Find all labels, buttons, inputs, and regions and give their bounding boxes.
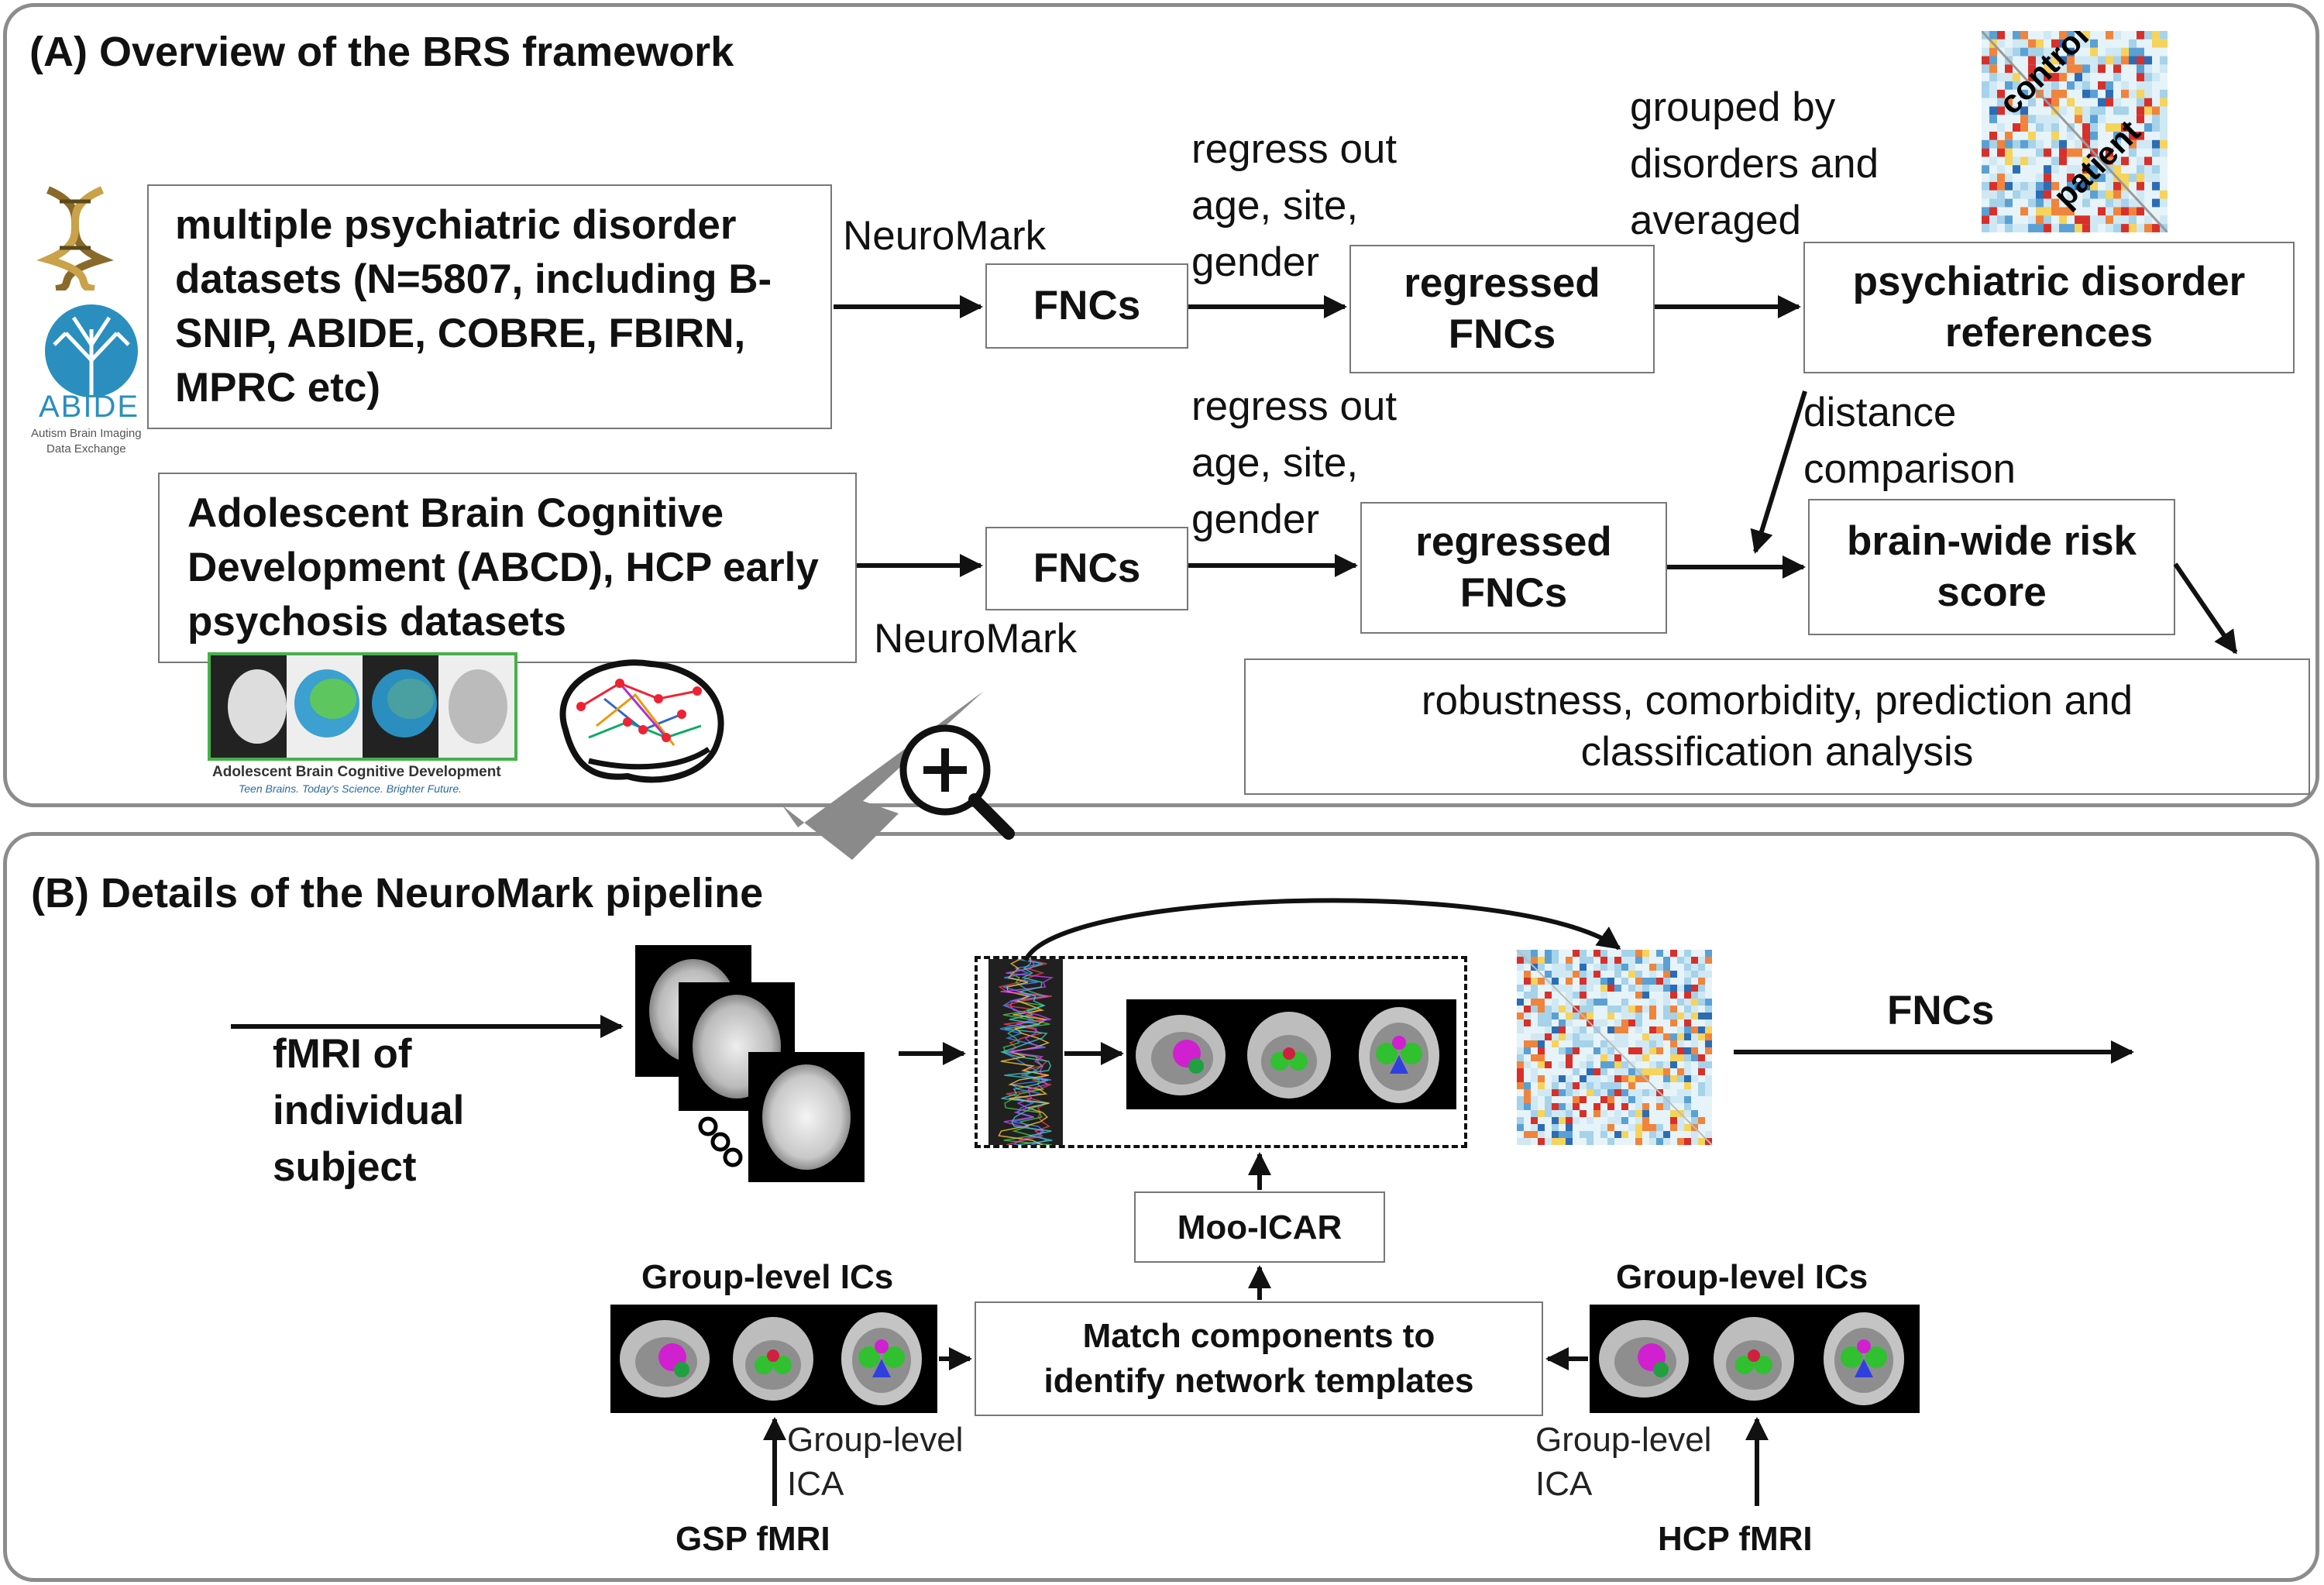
distance-label: distance comparison — [1803, 384, 2016, 497]
grouped-line2: disorders and — [1630, 141, 1879, 187]
abcd-logo: Adolescent Brain Cognitive Development T… — [208, 652, 521, 796]
magnifier-icon — [899, 724, 1015, 840]
abcd-logo-image — [208, 652, 517, 761]
grouped-line1: grouped by — [1630, 84, 1836, 130]
hcp-fmri-label: HCP fMRI — [1658, 1520, 1813, 1558]
match-components-box: Match components to identify network tem… — [975, 1301, 1543, 1416]
individual-ica-dashed-box — [975, 956, 1467, 1148]
abide-logo: ABIDE Autism Brain Imaging Data Exchange — [31, 298, 163, 461]
ellipsis-dots-icon — [698, 1116, 743, 1167]
fmri-line2: individual — [273, 1088, 465, 1134]
group-ica-left-line1: Group-level — [787, 1421, 964, 1459]
analysis-box: robustness, comorbidity, prediction and … — [1244, 658, 2310, 795]
panel-a-title: (A) Overview of the BRS framework — [29, 29, 734, 75]
arrow-references-to-risk — [1750, 390, 1807, 554]
group-ica-right-label: Group-level ICA — [1535, 1418, 1711, 1506]
group-ica-left-label: Group-level ICA — [787, 1418, 963, 1506]
fmri-slice-2 — [679, 982, 795, 1111]
abcd-logo-title: Adolescent Brain Cognitive Development — [212, 764, 501, 780]
abide-logo-sub2: Data Exchange — [46, 442, 126, 456]
neuromark-bottom-label: NeuroMark — [874, 616, 1078, 662]
arrow-curve-to-fnc-matrix — [1023, 898, 1621, 962]
group-ic-maps-left — [610, 1305, 937, 1413]
neuromark-top-label: NeuroMark — [843, 213, 1047, 259]
regress-bottom-line1: regress out — [1191, 383, 1397, 429]
abcd-box: Adolescent Brain Cognitive Development (… — [158, 473, 857, 663]
subject-fnc-matrix — [1506, 944, 1720, 1156]
fmri-slice-3 — [748, 1052, 865, 1182]
grouped-label: grouped by disorders and averaged — [1630, 79, 1879, 249]
references-box: psychiatric disorder references — [1803, 242, 2295, 373]
distance-line1: distance — [1803, 390, 1957, 435]
group-ica-right-line2: ICA — [1535, 1465, 1593, 1504]
abcd-logo-tagline: Teen Brains. Today's Science. Brighter F… — [239, 782, 462, 795]
subject-ic-maps — [1126, 999, 1456, 1109]
fncs-output-label: FNCs — [1887, 988, 1995, 1033]
panel-b-title: (B) Details of the NeuroMark pipeline — [31, 870, 764, 916]
regress-top-label: regress out age, site, gender — [1191, 121, 1397, 291]
regress-bottom-line2: age, site, — [1191, 440, 1359, 487]
dna-icon — [36, 186, 114, 291]
abide-logo-text: ABIDE — [39, 390, 140, 424]
regress-bottom-line3: gender — [1191, 497, 1320, 543]
group-ic-maps-right — [1590, 1305, 1920, 1413]
group-ica-right-line1: Group-level — [1535, 1421, 1712, 1459]
regress-top-line2: age, site, — [1191, 183, 1359, 229]
tree-icon — [45, 304, 138, 397]
group-ics-left-label: Group-level ICs — [641, 1258, 894, 1296]
distance-line2: comparison — [1803, 446, 2016, 493]
brain-network-icon — [559, 659, 724, 783]
fmri-label: fMRI of individual subject — [273, 1026, 464, 1195]
regress-top-line1: regress out — [1191, 126, 1397, 172]
mooicar-box: Moo-ICAR — [1134, 1191, 1385, 1263]
timecourse-plot — [988, 959, 1063, 1145]
risk-score-box: brain-wide risk score — [1808, 499, 2175, 635]
grouped-line3: averaged — [1630, 198, 1802, 244]
arrow-risk-to-analysis — [2173, 562, 2238, 655]
abide-logo-sub1: Autism Brain Imaging — [31, 427, 142, 440]
regress-top-line3: gender — [1191, 239, 1320, 286]
reference-fnc-matrix: control patient — [1982, 31, 2168, 232]
fncs-bottom-box: FNCs — [985, 527, 1188, 610]
gsp-fmri-label: GSP fMRI — [676, 1520, 830, 1558]
fmri-line1: fMRI of — [273, 1031, 412, 1077]
fmri-line3: subject — [273, 1144, 417, 1191]
datasets-box: multiple psychiatric disorder datasets (… — [147, 184, 832, 429]
regressed-top-box: regressed FNCs — [1349, 245, 1655, 373]
group-ica-left-line2: ICA — [787, 1465, 844, 1504]
group-ics-right-label: Group-level ICs — [1616, 1258, 1868, 1296]
regress-bottom-label: regress out age, site, gender — [1191, 378, 1397, 548]
fncs-top-box: FNCs — [985, 263, 1188, 349]
regressed-bottom-box: regressed FNCs — [1360, 502, 1667, 634]
